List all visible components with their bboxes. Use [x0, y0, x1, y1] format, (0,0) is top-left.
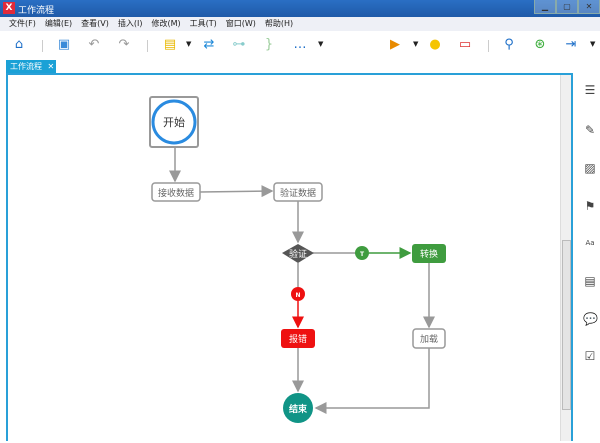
vertical-scrollbar[interactable]	[560, 75, 571, 441]
menu-view[interactable]: 查看(V)	[81, 19, 109, 28]
receive-node[interactable]: 接收数据	[151, 182, 201, 202]
menu-file[interactable]: 文件(F)	[9, 19, 36, 28]
tab-close-icon[interactable]: ✕	[47, 62, 55, 71]
minimize-button[interactable]: ▁	[534, 0, 556, 14]
chevron-down-icon[interactable]: ▼	[413, 40, 419, 48]
undo-icon[interactable]: ↶	[88, 37, 100, 52]
true-badge[interactable]: T	[355, 246, 369, 260]
transform-label: 转换	[420, 248, 438, 260]
search-icon[interactable]: ⚲	[504, 37, 514, 52]
menu-insert[interactable]: 插入(I)	[117, 19, 143, 28]
image-icon[interactable]: ▨	[584, 161, 596, 175]
separator	[42, 40, 43, 52]
task-icon[interactable]: ☑	[584, 349, 596, 363]
diagram-canvas[interactable]: 开始 接收数据 验证数据 验证 T N 转换 报错	[6, 73, 573, 441]
right-panel: ☰ ✎ ▨ ⚑ Aa ▤ 💬 ☑	[575, 73, 600, 441]
toolbar: ⌂ ▣ ↶ ↷ ▤ ▼ ⇄ ⊶ } … ▼ ▶ ▼ ● ▭ ⚲ ⊛ ⇥ ▼	[0, 31, 600, 59]
save-icon[interactable]: ▣	[57, 37, 71, 52]
lightbulb-icon[interactable]: ●	[429, 37, 441, 52]
structure-icon[interactable]: ⊶	[232, 37, 246, 52]
flag-icon[interactable]: ⚑	[584, 199, 596, 213]
theme-icon[interactable]: ▭	[458, 37, 472, 52]
window-title: 工作流程	[18, 6, 55, 16]
menu-help[interactable]: 帮助(H)	[264, 19, 294, 28]
redo-icon[interactable]: ↷	[118, 37, 130, 52]
false-label: N	[295, 292, 300, 299]
error-node[interactable]: 报错	[281, 329, 315, 348]
close-button[interactable]: ✕	[578, 0, 600, 14]
start-label: 开始	[163, 115, 185, 129]
maximize-button[interactable]: ▢	[556, 0, 578, 14]
menu-window[interactable]: 窗口(W)	[225, 19, 256, 28]
separator	[147, 40, 148, 52]
flowchart: 开始 接收数据 验证数据 验证 T N 转换 报错	[149, 96, 446, 423]
chevron-down-icon[interactable]: ▼	[318, 40, 324, 48]
false-badge[interactable]: N	[291, 287, 305, 301]
receive-label: 接收数据	[158, 187, 194, 199]
home-icon[interactable]: ⌂	[14, 37, 24, 52]
validate-data-label: 验证数据	[280, 187, 316, 199]
export-icon[interactable]: ⇥	[565, 37, 577, 52]
start-node[interactable]: 开始	[149, 96, 199, 148]
presentation-icon[interactable]: ▶	[390, 37, 400, 52]
format-brush-icon[interactable]: ✎	[584, 123, 596, 137]
more-icon[interactable]: …	[293, 37, 307, 52]
error-label: 报错	[289, 333, 307, 345]
note-icon[interactable]: ▤	[584, 274, 596, 288]
summary-icon[interactable]: }	[264, 37, 274, 52]
validate-decision-node[interactable]: 验证	[282, 244, 314, 263]
true-label: T	[360, 251, 365, 258]
separator	[488, 40, 489, 52]
outline-icon[interactable]: ☰	[584, 83, 596, 97]
menu-bar: 文件(F) 编辑(E) 查看(V) 插入(I) 修改(M) 工具(T) 窗口(W…	[0, 17, 600, 31]
transform-node[interactable]: 转换	[412, 244, 446, 263]
edge[interactable]	[199, 185, 274, 198]
menu-modify[interactable]: 修改(M)	[151, 19, 181, 28]
end-node[interactable]: 结束	[283, 393, 313, 423]
edge[interactable]	[314, 348, 430, 414]
text-style-icon[interactable]: Aa	[585, 239, 595, 247]
chevron-down-icon[interactable]: ▼	[590, 40, 596, 48]
tab-bar: 工作流程 ✕	[0, 59, 600, 73]
menu-tools[interactable]: 工具(T)	[189, 19, 217, 28]
validate-data-node[interactable]: 验证数据	[273, 182, 323, 202]
menu-edit[interactable]: 编辑(E)	[44, 19, 73, 28]
tab-label: 工作流程	[10, 62, 42, 71]
style-icon[interactable]: ▤	[163, 37, 177, 52]
end-label: 结束	[289, 403, 308, 415]
relationship-icon[interactable]: ⇄	[203, 37, 215, 52]
comment-icon[interactable]: 💬	[583, 312, 598, 326]
scrollbar-thumb[interactable]	[562, 240, 571, 410]
app-logo: X	[3, 2, 15, 14]
title-bar: X 工作流程 ▁ ▢ ✕	[0, 0, 600, 17]
chevron-down-icon[interactable]: ▼	[186, 40, 192, 48]
load-node[interactable]: 加载	[412, 328, 446, 349]
share-icon[interactable]: ⊛	[534, 37, 546, 52]
validate-label: 验证	[289, 248, 307, 260]
tab-workflow[interactable]: 工作流程 ✕	[6, 60, 56, 73]
load-label: 加载	[420, 333, 438, 345]
